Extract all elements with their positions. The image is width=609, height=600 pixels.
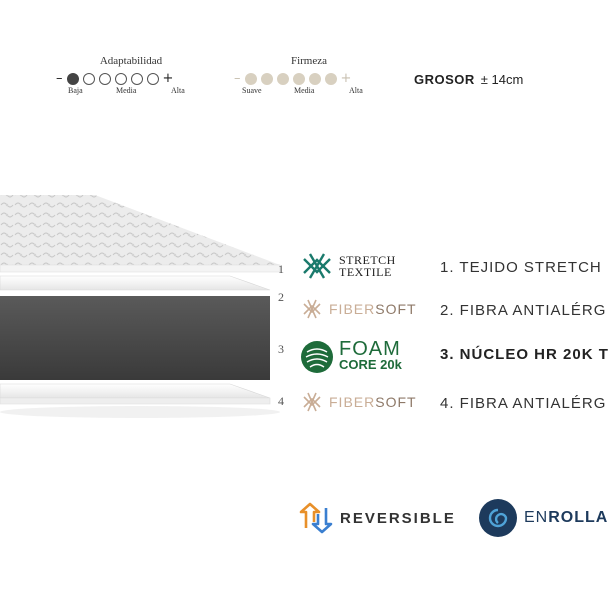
foam-core-layer	[0, 296, 270, 380]
fibersoft-logo: FIBERSOFT	[300, 390, 417, 414]
knot-icon	[303, 253, 331, 279]
layer-1-label: 1. TEJIDO STRETCH	[440, 259, 602, 276]
top-fabric-layer	[0, 195, 280, 265]
fiber-layer-top	[0, 275, 271, 291]
layer-1-number: 1	[278, 262, 284, 276]
level-dot	[308, 72, 321, 85]
tick-mid: Media	[116, 86, 137, 95]
fibersoft-logo: FIBERSOFT	[300, 297, 417, 321]
textile-line: TEXTILE	[339, 265, 392, 279]
stretch-line: STRETCH	[339, 253, 396, 267]
tick-mid: Media	[294, 86, 315, 95]
level-dot	[130, 72, 143, 85]
reversible-arrows-icon	[299, 502, 333, 534]
foam-core-logo: FOAM CORE 20k	[300, 338, 402, 374]
fibersoft-fiber: FIBER	[329, 301, 376, 317]
tick-low: Suave	[242, 86, 262, 95]
level-dot	[114, 72, 127, 85]
roll-icon	[479, 499, 517, 537]
core-line: CORE 20k	[339, 357, 402, 372]
layer-3-label: 3. NÚCLEO HR 20K T	[440, 346, 609, 363]
grosor-label: GROSOR	[414, 72, 475, 87]
grosor: GROSOR ± 14cm	[414, 72, 523, 88]
layer-4-number: 4	[278, 394, 284, 408]
adaptabilidad-scale: Adaptabilidad – + Baja Media Alta	[56, 55, 206, 98]
enroll-b: ROLLA	[548, 509, 609, 526]
layer-4-label: 4. FIBRA ANTIALÉRG	[440, 395, 607, 412]
grosor-value: ± 14cm	[480, 72, 524, 87]
plus-sign: +	[162, 71, 174, 86]
firmeza-scale: Firmeza – + Suave Media Alta	[234, 55, 384, 98]
level-dot	[66, 72, 79, 85]
tick-high: Alta	[171, 86, 185, 95]
enrollado-badge: ENROLLA	[478, 498, 608, 538]
level-dot	[276, 72, 289, 85]
reversible-badge: REVERSIBLE	[298, 502, 456, 534]
tick-low: Baja	[68, 86, 83, 95]
level-dot	[244, 72, 257, 85]
layer-2-label: 2. FIBRA ANTIALÉRG	[440, 302, 607, 319]
minus-sign: –	[56, 71, 63, 86]
fibersoft-soft: SOFT	[375, 394, 417, 410]
firmeza-dots: – +	[234, 71, 384, 86]
adaptabilidad-dots: – +	[56, 71, 206, 86]
level-dot	[98, 72, 111, 85]
firmeza-title: Firmeza	[290, 55, 328, 67]
foam-icon	[301, 341, 333, 373]
level-dot	[82, 72, 95, 85]
foam-line: FOAM	[339, 338, 401, 360]
level-dot	[146, 72, 159, 85]
fiber-icon	[303, 299, 321, 319]
reversible-text: REVERSIBLE	[340, 509, 456, 527]
minus-sign: –	[234, 71, 241, 86]
level-dot	[260, 72, 273, 85]
fiber-icon	[303, 392, 321, 412]
fibersoft-fiber: FIBER	[329, 394, 376, 410]
stretch-textile-logo: STRETCH TEXTILE	[300, 251, 396, 281]
tick-high: Alta	[349, 86, 363, 95]
fiber-layer-bottom	[0, 383, 271, 399]
layer-2-number: 2	[278, 290, 284, 304]
adaptabilidad-title: Adaptabilidad	[99, 55, 163, 67]
plus-sign: +	[340, 71, 352, 86]
level-dot	[292, 72, 305, 85]
fibersoft-soft: SOFT	[375, 301, 417, 317]
enroll-a: EN	[524, 509, 549, 526]
level-dot	[324, 72, 337, 85]
layer-3-number: 3	[278, 342, 284, 356]
